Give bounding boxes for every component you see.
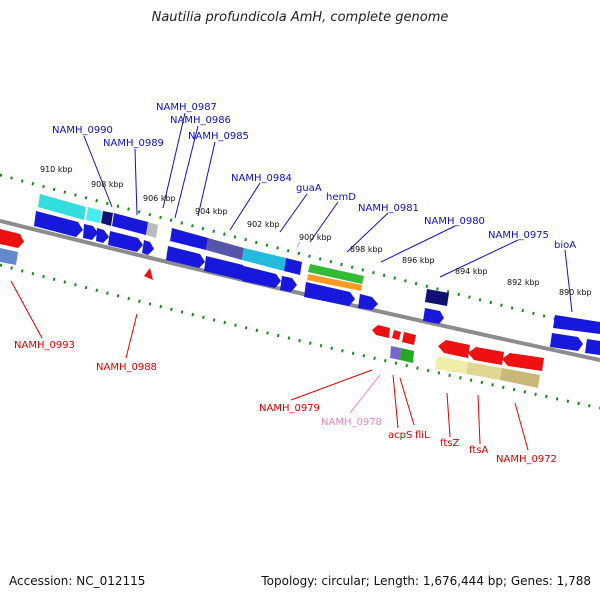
feature-namh-0988 [144, 268, 153, 280]
feature-guaa [206, 238, 244, 260]
feature-namh-0975 [425, 289, 449, 306]
arrow-f3 [96, 228, 109, 243]
feature-namh-0985 [146, 222, 158, 238]
gene-label-namh-0989: NAMH_0989 [103, 138, 164, 149]
gene-label-namh-0975: NAMH_0975 [488, 230, 549, 241]
feature-flil-purple [390, 346, 401, 360]
kbp-892: 892 kbp [507, 278, 540, 287]
arrow-f4 [108, 231, 143, 252]
reverse-label-lines [10, 280, 529, 451]
feature-flil [400, 348, 414, 363]
gene-label-flil: fliL [415, 430, 430, 441]
arrow-f1 [34, 211, 83, 237]
feature-namh-0989 [86, 207, 102, 223]
namh-0978-line [349, 374, 381, 414]
gene-label-namh-0993: NAMH_0993 [14, 340, 75, 351]
feature-acps [402, 332, 416, 345]
feature-namh-0987 [101, 211, 113, 226]
gene-label-namh-0979: NAMH_0979 [259, 403, 320, 414]
feature-namh-0979 [372, 325, 390, 338]
kbp-904: 904 kbp [195, 207, 228, 216]
gene-label-namh-0980: NAMH_0980 [424, 216, 485, 227]
kbp-scale: 910 kbp 908 kbp 906 kbp 904 kbp 902 kbp … [40, 165, 592, 297]
kbp-908: 908 kbp [91, 180, 124, 189]
feature-bioa [553, 315, 600, 334]
feature-namh-0981 [284, 258, 302, 275]
feature-namh-0978 [392, 330, 401, 340]
feature-namh-0972-yellow [500, 368, 540, 388]
arrow-f7 [204, 256, 248, 280]
gene-label-namh-0988: NAMH_0988 [96, 362, 157, 373]
arrow-f12 [423, 308, 444, 324]
gene-label-namh-0986: NAMH_0986 [170, 115, 231, 126]
map-title: Nautilia profundicola AmH, complete geno… [151, 10, 449, 25]
gene-label-namh-0985: NAMH_0985 [188, 131, 249, 142]
feature-ftsz-yellow [435, 356, 468, 374]
gene-label-ftsa: ftsA [469, 445, 488, 456]
feature-namh-0990 [38, 194, 86, 220]
genome-backbone [0, 219, 600, 362]
kbp-902: 902 kbp [247, 220, 280, 229]
arrow-f9 [280, 276, 297, 292]
gene-label-hemd: hemD [326, 192, 356, 203]
gene-label-namh-0984: NAMH_0984 [231, 173, 292, 184]
feature-namh-0972 [502, 353, 544, 371]
feature-hemd [242, 248, 286, 271]
outer-tick-ring [0, 173, 600, 332]
accession-text: Accession: NC_012115 [9, 574, 146, 588]
inner-tick-ring [0, 263, 600, 410]
arrow-f14 [585, 339, 600, 355]
forward-label-lines [83, 112, 573, 313]
reverse-gene-labels: NAMH_0993 NAMH_0988 NAMH_0979 NAMH_0978 … [14, 340, 557, 465]
gene-label-ftsz: ftsZ [440, 438, 459, 449]
gene-label-guaa: guaA [296, 183, 322, 194]
feature-namh-0993 [0, 229, 24, 248]
feature-ftsa-yellow [466, 362, 502, 380]
feature-ftsa [468, 347, 504, 365]
gene-label-namh-0972: NAMH_0972 [496, 454, 557, 465]
arrow-f5 [142, 240, 154, 255]
reverse-features [0, 229, 544, 388]
kbp-890: 890 kbp [559, 288, 592, 297]
kbp-906: 906 kbp [143, 194, 176, 203]
feature-left-edge-blue [0, 248, 18, 265]
arrow-f2 [83, 224, 98, 240]
gene-label-bioa: bioA [554, 240, 576, 251]
genome-summary-text: Topology: circular; Length: 1,676,444 bp… [261, 574, 591, 588]
forward-gene-labels: NAMH_0990 NAMH_0989 NAMH_0987 NAMH_0986 … [52, 102, 576, 251]
gene-label-acps: acpS [388, 430, 412, 441]
kbp-898: 898 kbp [350, 245, 383, 254]
feature-namh-0980-orange [307, 274, 362, 291]
arrow-f6 [166, 246, 205, 268]
kbp-900: 900 kbp [299, 233, 332, 242]
kbp-894: 894 kbp [455, 267, 488, 276]
gene-label-namh-0990: NAMH_0990 [52, 125, 113, 136]
forward-features [0, 194, 600, 355]
feature-namh-0986 [112, 213, 148, 235]
arrow-f10 [304, 282, 355, 306]
feature-namh-0984 [170, 228, 208, 250]
feature-ftsz [438, 340, 470, 358]
kbp-910: 910 kbp [40, 165, 73, 174]
gene-label-namh-0981: NAMH_0981 [358, 203, 419, 214]
kbp-896: 896 kbp [402, 256, 435, 265]
feature-namh-0980-green [308, 264, 364, 284]
arrow-f11 [358, 294, 378, 310]
hemd-pink-connector [296, 241, 301, 248]
gene-label-namh-0987: NAMH_0987 [156, 102, 217, 113]
arrow-f13 [550, 333, 583, 351]
gene-label-namh-0978: NAMH_0978 [321, 417, 382, 428]
arrow-f8 [242, 266, 281, 288]
